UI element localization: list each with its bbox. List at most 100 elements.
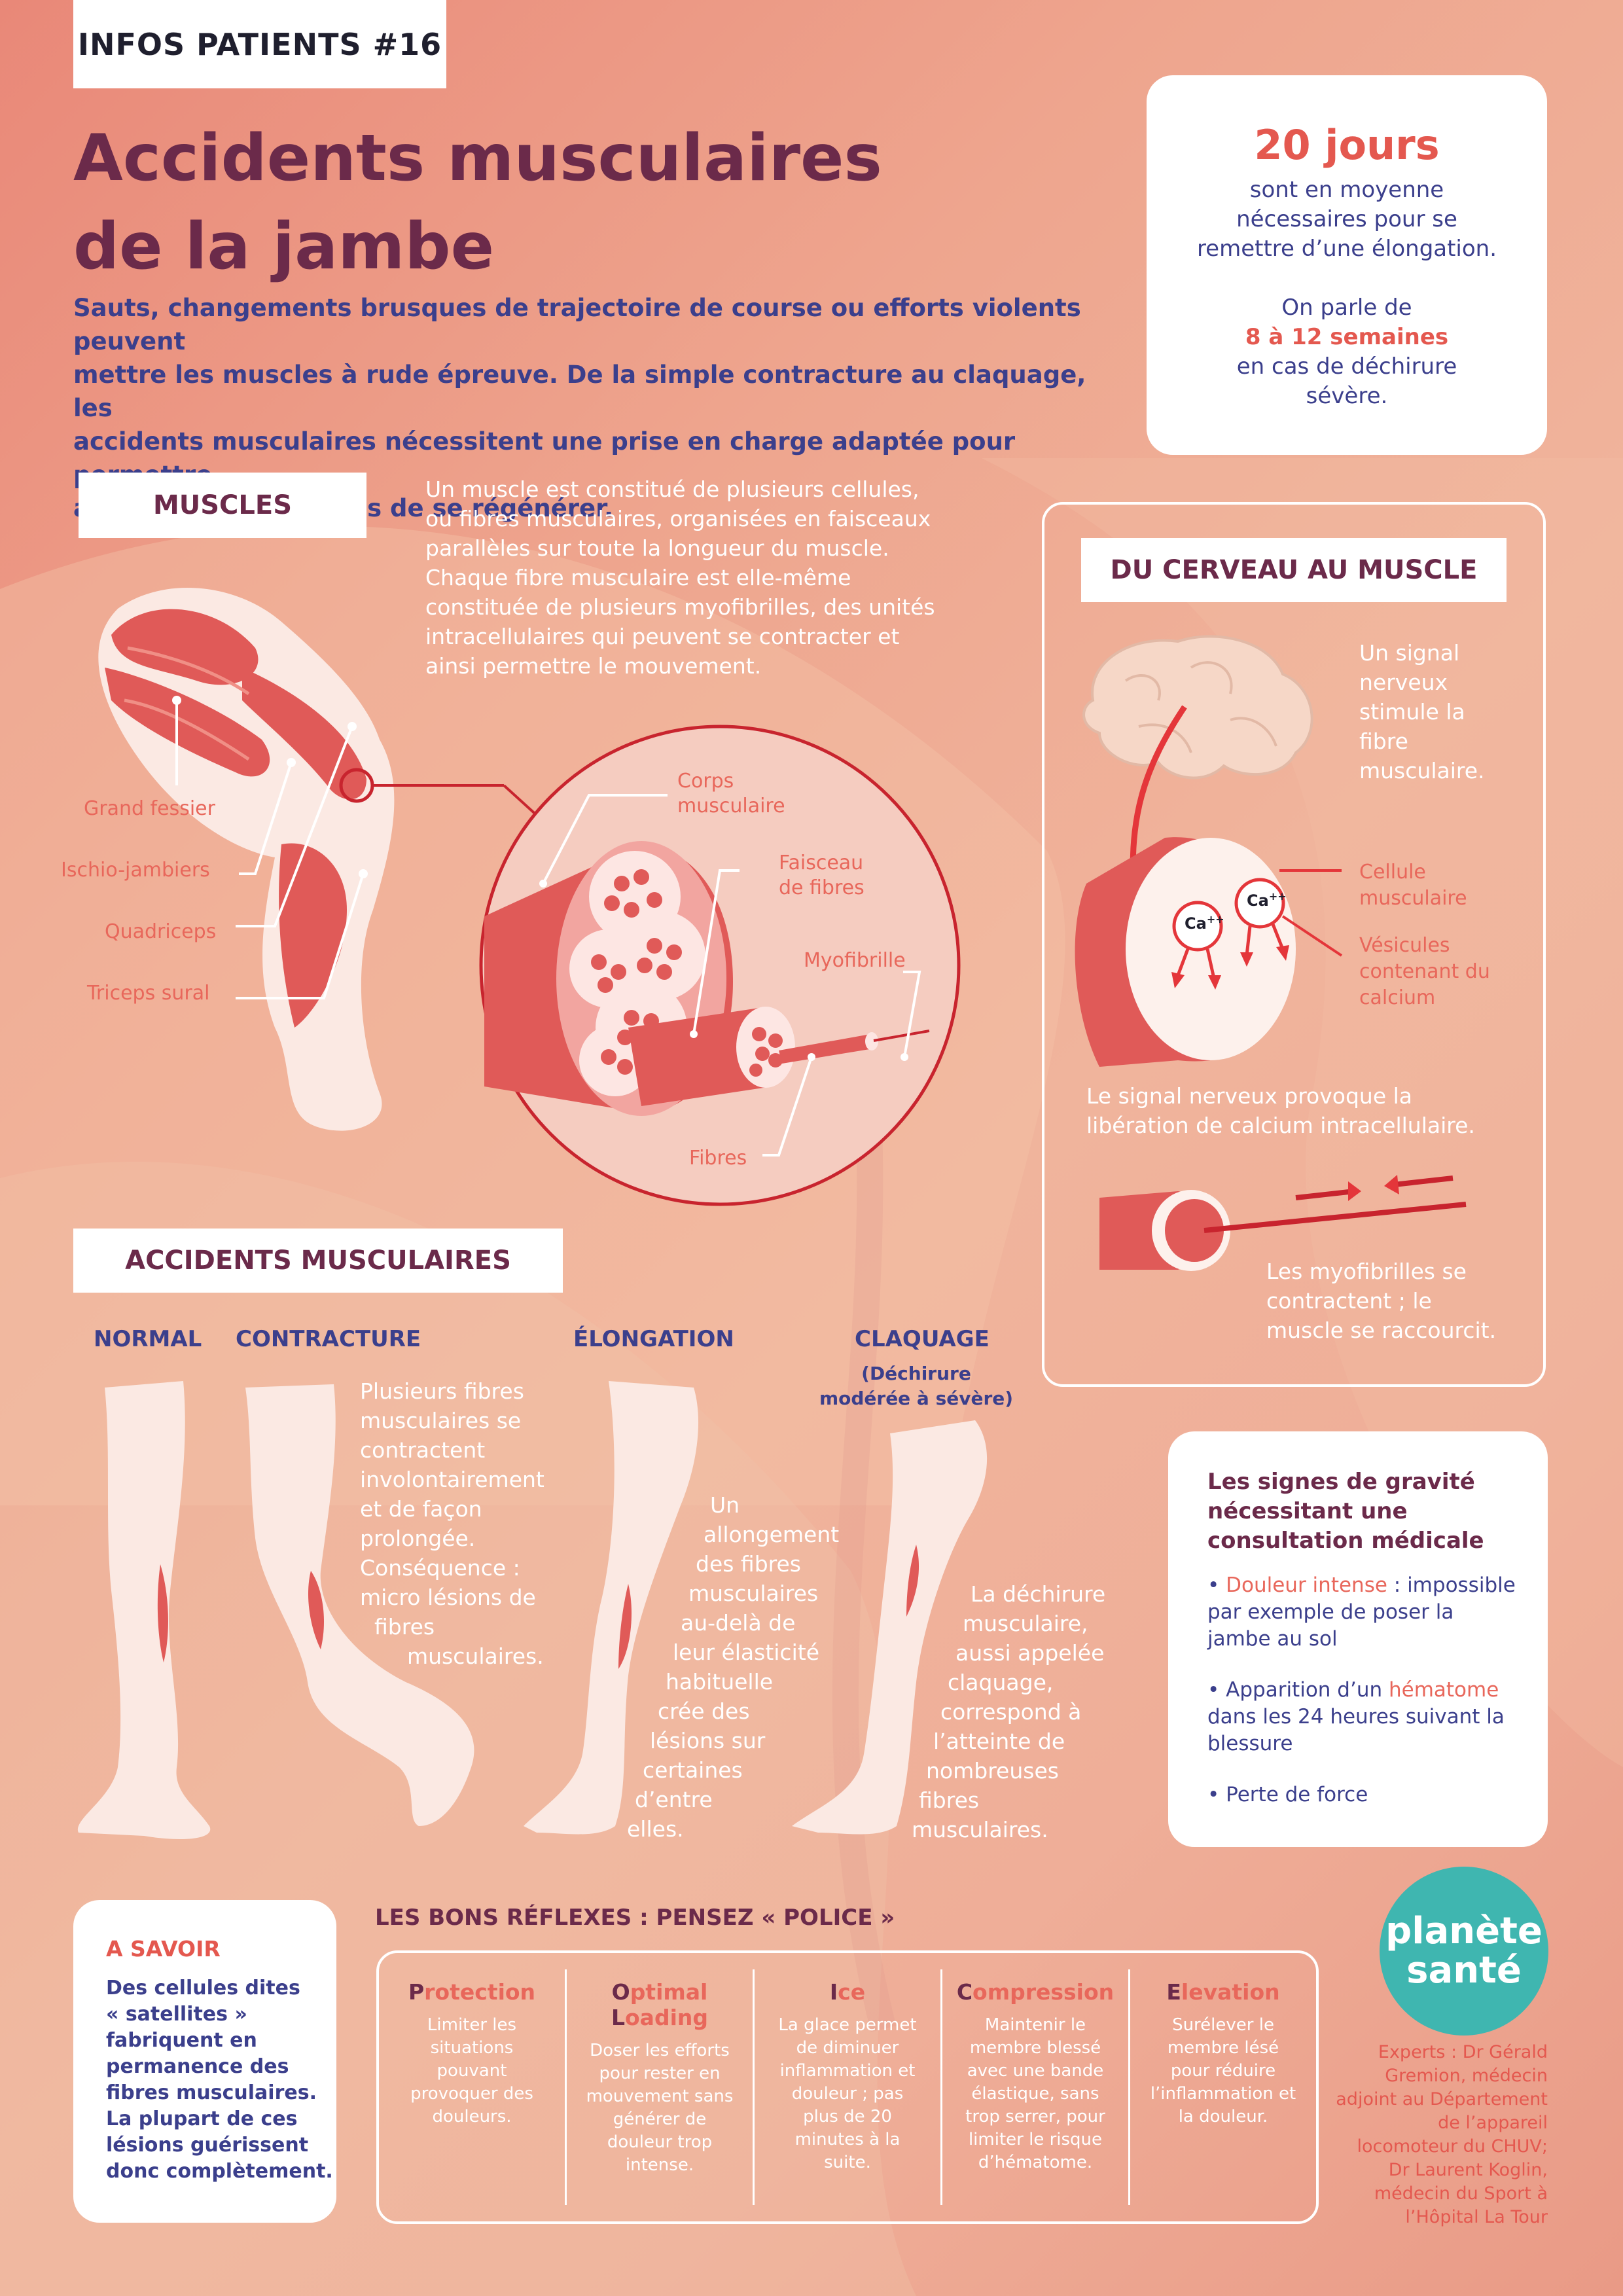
brain-muscle-illustration xyxy=(1075,635,1467,1271)
reflex-line: La glace permet xyxy=(778,2015,917,2035)
brain-section-title: DU CERVEAU AU MUSCLE xyxy=(1081,538,1507,602)
label-text: Vésicules xyxy=(1359,934,1450,957)
label-text: Faisceau xyxy=(779,852,864,874)
signal-text: Un signal nerveux stimule la fibre muscu… xyxy=(1359,638,1485,785)
claquage-line: claquage, xyxy=(948,1670,1054,1695)
ca-charge: ++ xyxy=(1268,890,1287,903)
contracture-line: micro lésions de xyxy=(360,1585,536,1610)
title-line: nécessitant une xyxy=(1207,1498,1408,1524)
contract-line: Les myofibrilles se xyxy=(1266,1259,1467,1284)
label-cellule-musculaire: Cellule musculaire xyxy=(1359,859,1467,912)
claquage-line: musculaires. xyxy=(912,1817,1048,1842)
reflex-initial: I xyxy=(829,1979,838,2005)
signal-line: musculaire. xyxy=(1359,758,1485,783)
label-corps-musculaire: Corps musculaire xyxy=(677,769,785,819)
contract-line: contractent ; le xyxy=(1266,1288,1432,1314)
badge-text: INFOS PATIENTS #16 xyxy=(77,26,442,62)
savoir-line: fabriquent en xyxy=(106,2029,257,2052)
hematoma-text: blessure xyxy=(1207,1732,1293,1755)
elongation-line: certaines xyxy=(643,1757,743,1783)
subtitle-line: (Déchirure xyxy=(861,1363,971,1384)
reflex-line: intense. xyxy=(625,2155,694,2175)
desc-line: parallèles sur toute la longueur du musc… xyxy=(425,535,889,561)
elongation-line: allongement xyxy=(704,1522,840,1547)
experts-line: Experts : Dr Gérald xyxy=(1378,2042,1548,2062)
reflex-word: oading xyxy=(625,2005,709,2030)
label-triceps-sural: Triceps sural xyxy=(87,982,210,1005)
hematoma-keyword: hématome xyxy=(1388,1678,1499,1702)
desc-line: intracellulaires qui peuvent se contract… xyxy=(425,624,900,649)
reflex-line: membre blessé xyxy=(969,2038,1101,2058)
recovery-line: nécessaires pour se xyxy=(1236,206,1457,232)
label-fibres: Fibres xyxy=(689,1147,747,1170)
recovery-box: 20 jours sont en moyenne nécessaires pou… xyxy=(1147,75,1547,455)
page-title: Accidents musculaires de la jambe xyxy=(73,115,882,291)
ca-text: Ca xyxy=(1185,914,1207,933)
contraction-text: Les myofibrilles se contractent ; le mus… xyxy=(1266,1257,1496,1345)
elongation-line: habituelle xyxy=(666,1669,774,1695)
accidents-section-title: ACCIDENTS MUSCULAIRES xyxy=(73,1229,563,1293)
reflex-line: inflammation et xyxy=(779,2061,916,2081)
hematoma-text: Apparition d’un xyxy=(1226,1678,1389,1702)
reflex-line: situations xyxy=(430,2038,514,2058)
contracture-line: prolongée. xyxy=(360,1526,476,1551)
reflex-line: douleur trop xyxy=(607,2132,713,2152)
pain-text: par exemple de poser la xyxy=(1207,1600,1454,1624)
reflex-line: de diminuer xyxy=(796,2038,899,2058)
title-line: consultation médicale xyxy=(1207,1528,1484,1554)
label-text: Cellule xyxy=(1359,861,1426,884)
subtitle-line: modérée à sévère) xyxy=(819,1388,1014,1409)
calcium-label-2: Ca++ xyxy=(1247,890,1287,910)
reflex-word: ptimal xyxy=(630,1979,708,2005)
contracture-line: et de façon xyxy=(360,1496,482,1522)
reflex-line: générer de xyxy=(613,2109,707,2129)
reflex-line: la douleur. xyxy=(1178,2107,1268,2126)
label-grand-fessier: Grand fessier xyxy=(84,797,215,820)
experts-line: l’Hôpital La Tour xyxy=(1405,2207,1548,2227)
label-vesicules: Vésicules contenant du calcium xyxy=(1359,933,1490,1011)
claquage-line: correspond à xyxy=(940,1699,1082,1725)
leg-anatomy-illustration xyxy=(98,587,395,1131)
label-text: contenant du xyxy=(1359,960,1490,983)
logo-line: santé xyxy=(1406,1949,1522,1992)
leg-states-illustration xyxy=(77,1381,988,1839)
contracture-line: Conséquence : xyxy=(360,1555,520,1581)
reflex-line: avec une bande xyxy=(967,2061,1104,2081)
strength-text: Perte de force xyxy=(1226,1783,1368,1806)
title-line-2: de la jambe xyxy=(73,209,495,284)
elongation-line: lésions sur xyxy=(650,1728,766,1753)
did-you-know-text: Des cellules dites « satellites » fabriq… xyxy=(106,1975,333,2185)
reflex-word: ompression xyxy=(972,1979,1115,2005)
label-ischio-jambiers: Ischio-jambiers xyxy=(61,859,210,882)
label-text: musculaire xyxy=(677,795,785,817)
elongation-text: Un allongement des fibres musculaires au… xyxy=(625,1490,839,1844)
recovery-line: sont en moyenne xyxy=(1249,177,1444,203)
desc-line: ou fibres musculaires, organisées en fai… xyxy=(425,506,931,531)
reflex-line: pour rester en xyxy=(599,2064,721,2083)
reflex-initial: L xyxy=(611,2005,626,2030)
intro-line: mettre les muscles à rude épreuve. De la… xyxy=(73,361,1086,422)
brain-to-muscle-panel xyxy=(1042,502,1546,1387)
pain-keyword: Douleur intense xyxy=(1226,1573,1387,1597)
reflex-initial: O xyxy=(611,1979,630,2005)
reflex-line: limiter le risque xyxy=(968,2130,1103,2149)
reflex-line: douleur ; pas xyxy=(791,2084,904,2104)
reflex-line: mouvement sans xyxy=(586,2087,734,2106)
recovery-days: 20 jours xyxy=(1254,121,1440,169)
experts-line: de l’appareil xyxy=(1438,2113,1548,2133)
reflex-line: douleurs. xyxy=(432,2107,512,2126)
severity-item-strength: • Perte de force xyxy=(1207,1783,1368,1806)
reflex-initial: E xyxy=(1166,1979,1181,2005)
heading-normal: NORMAL xyxy=(94,1326,202,1352)
claquage-subtitle: (Déchirure modérée à sévère) xyxy=(818,1361,1014,1411)
severity-item-pain: • Douleur intense : impossible par exemp… xyxy=(1207,1572,1535,1653)
savoir-line: fibres musculaires. xyxy=(106,2081,317,2104)
experts-line: médecin du Sport à xyxy=(1374,2183,1548,2204)
heading-contracture: CONTRACTURE xyxy=(236,1326,421,1352)
contracture-line: musculaires se xyxy=(360,1408,522,1433)
contracture-line: involontairement xyxy=(360,1467,544,1492)
contracture-line: fibres xyxy=(374,1614,435,1640)
reflex-initial: P xyxy=(408,1979,425,2005)
did-you-know-title: A SAVOIR xyxy=(106,1936,221,1962)
savoir-line: La plupart de ces xyxy=(106,2108,298,2130)
